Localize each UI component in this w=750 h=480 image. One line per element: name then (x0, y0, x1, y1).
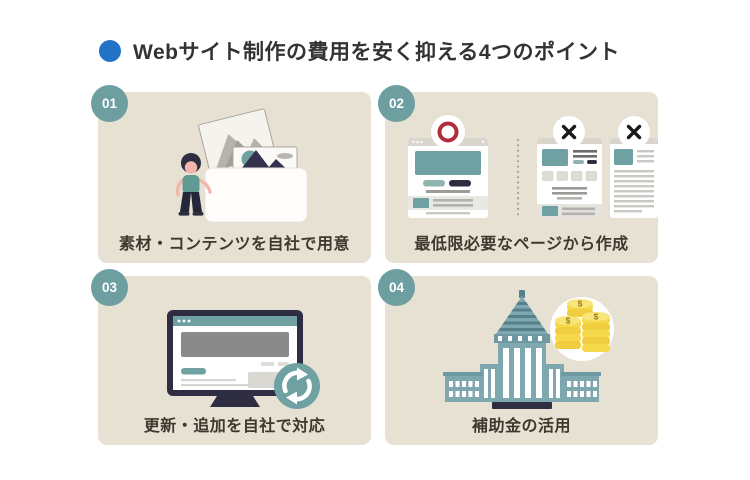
cross-icon (553, 116, 585, 148)
page-comparison-illustration (408, 115, 658, 218)
dollar-sign: $ (594, 312, 599, 322)
card-point-04: 04 (378, 269, 658, 445)
card-caption: 更新・追加を自社で対応 (143, 418, 326, 435)
card-number-badge: 03 (91, 269, 128, 306)
dollar-sign: $ (566, 316, 571, 326)
government-building-illustration (443, 290, 601, 409)
dollar-sign: $ (578, 299, 583, 309)
card-caption: 補助金の活用 (471, 418, 571, 435)
card-point-02: 02 (378, 85, 658, 263)
coins-icon: $ $ $ (550, 297, 614, 361)
subsidy-illustration: $ $ $ (443, 290, 614, 409)
monitor-refresh-illustration (167, 310, 320, 409)
card-caption: 最低限必要なページから作成 (414, 236, 629, 253)
card-point-01: 01 (91, 85, 371, 263)
photo-folder-illustration (175, 108, 308, 223)
page-header: Webサイト制作の費用を安く抑える4つのポイント (99, 36, 620, 66)
page-title: Webサイト制作の費用を安く抑える4つのポイント (133, 41, 620, 64)
cross-icon (618, 116, 650, 148)
card-point-03: 03 (91, 269, 371, 445)
page-mockup-extra-1 (537, 138, 602, 218)
card-number-badge: 02 (378, 85, 415, 122)
folder-icon (204, 167, 308, 223)
page-mockup-extra-2 (610, 138, 658, 218)
card-caption: 素材・コンテンツを自社で用意 (118, 236, 350, 253)
card-number-badge: 04 (378, 269, 415, 306)
monitor-illustration (167, 310, 303, 407)
card-number-badge: 01 (91, 85, 128, 122)
refresh-icon (274, 363, 320, 409)
browser-mockup-selected (408, 138, 488, 218)
person-figure (175, 153, 212, 216)
ok-circle-icon (431, 115, 465, 149)
title-bullet-icon (99, 40, 121, 62)
